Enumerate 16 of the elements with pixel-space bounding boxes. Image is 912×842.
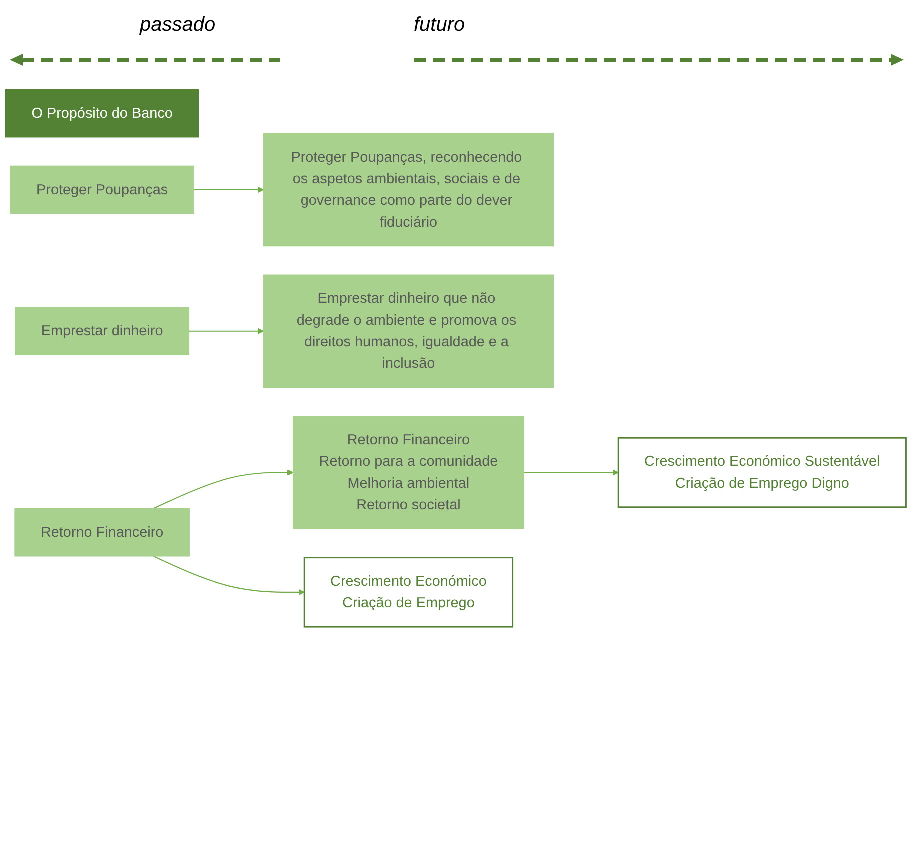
timeline-label: futuro	[414, 14, 466, 37]
node-box: Emprestar dinheiro que não degrade o ambiente e promova os direitos humanos, igualdade e a inclusão	[263, 274, 554, 388]
node-box: Retorno Financeiro Retorno para a comunidade Melhoria ambiental Retorno societal	[292, 416, 524, 530]
arrow	[194, 186, 264, 194]
arrow	[153, 470, 294, 510]
node-box: Emprestar dinheiro	[15, 307, 190, 356]
node-box: Proteger Poupanças	[10, 166, 194, 214]
node-box: Retorno Financeiro	[14, 508, 190, 557]
node-box: Proteger Poupanças, reconhecendo os aspetos ambientais, sociais e de governance como parte do dever fiduciário	[263, 133, 554, 247]
arrow	[153, 556, 305, 596]
arrow	[189, 328, 264, 335]
timeline-label: passado	[140, 14, 216, 37]
arrow	[524, 470, 619, 476]
node-box: O Propósito do Banco	[5, 89, 200, 138]
node-box: Crescimento Económico Criação de Emprego	[304, 557, 514, 628]
node-box: Crescimento Económico Sustentável Criação de Emprego Digno	[618, 437, 907, 508]
